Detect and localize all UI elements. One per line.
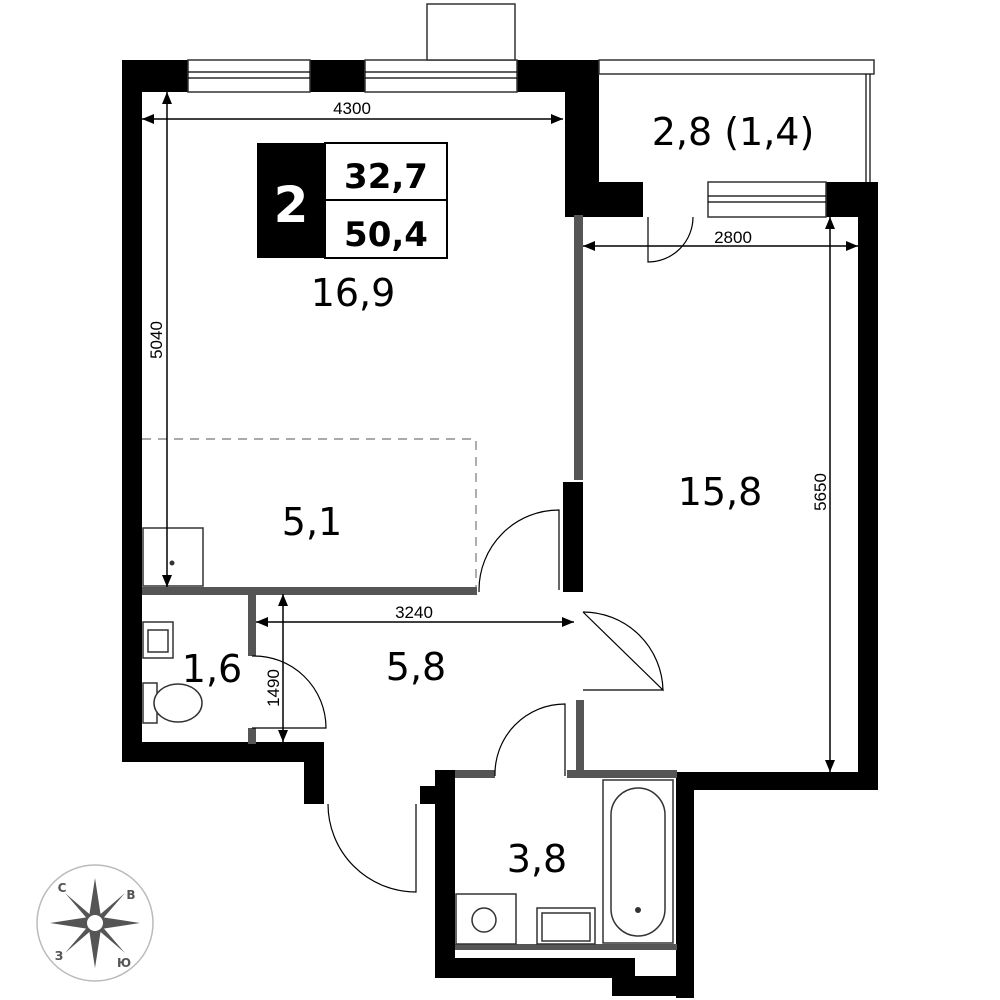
rooms-count: 2 <box>274 176 309 234</box>
room-main-area: 16,9 <box>311 271 396 315</box>
dimensions <box>142 92 858 772</box>
compass-rose-icon <box>36 864 154 982</box>
living-area: 32,7 <box>344 157 428 197</box>
compass-west: З <box>55 949 64 963</box>
doors <box>251 216 694 893</box>
area-badge <box>257 142 448 259</box>
total-area: 50,4 <box>344 215 428 255</box>
dim-height-second: 5650 <box>811 473 830 511</box>
dim-width-main: 4300 <box>333 99 371 118</box>
dim-height-main: 5040 <box>147 321 166 359</box>
compass-north: С <box>58 881 67 895</box>
kitchen-zone-area: 5,1 <box>282 500 342 544</box>
kitchen-zone-outline <box>142 438 477 587</box>
balcony-area: 2,8 (1,4) <box>652 110 815 154</box>
compass-south: Ю <box>117 956 131 970</box>
room-second-area: 15,8 <box>678 470 763 514</box>
bathroom-area: 3,8 <box>507 837 567 881</box>
windows <box>187 3 827 218</box>
dim-height-toilet: 1490 <box>264 669 283 707</box>
compass-east: В <box>126 888 135 902</box>
outer-walls <box>122 60 878 998</box>
partitions <box>142 215 677 950</box>
hallway-area: 5,8 <box>386 645 446 689</box>
dim-width-hall: 3240 <box>395 603 433 622</box>
balcony <box>598 59 875 182</box>
toilet-area: 1,6 <box>182 647 242 691</box>
dim-width-second: 2800 <box>714 228 752 247</box>
fixtures <box>142 527 674 945</box>
